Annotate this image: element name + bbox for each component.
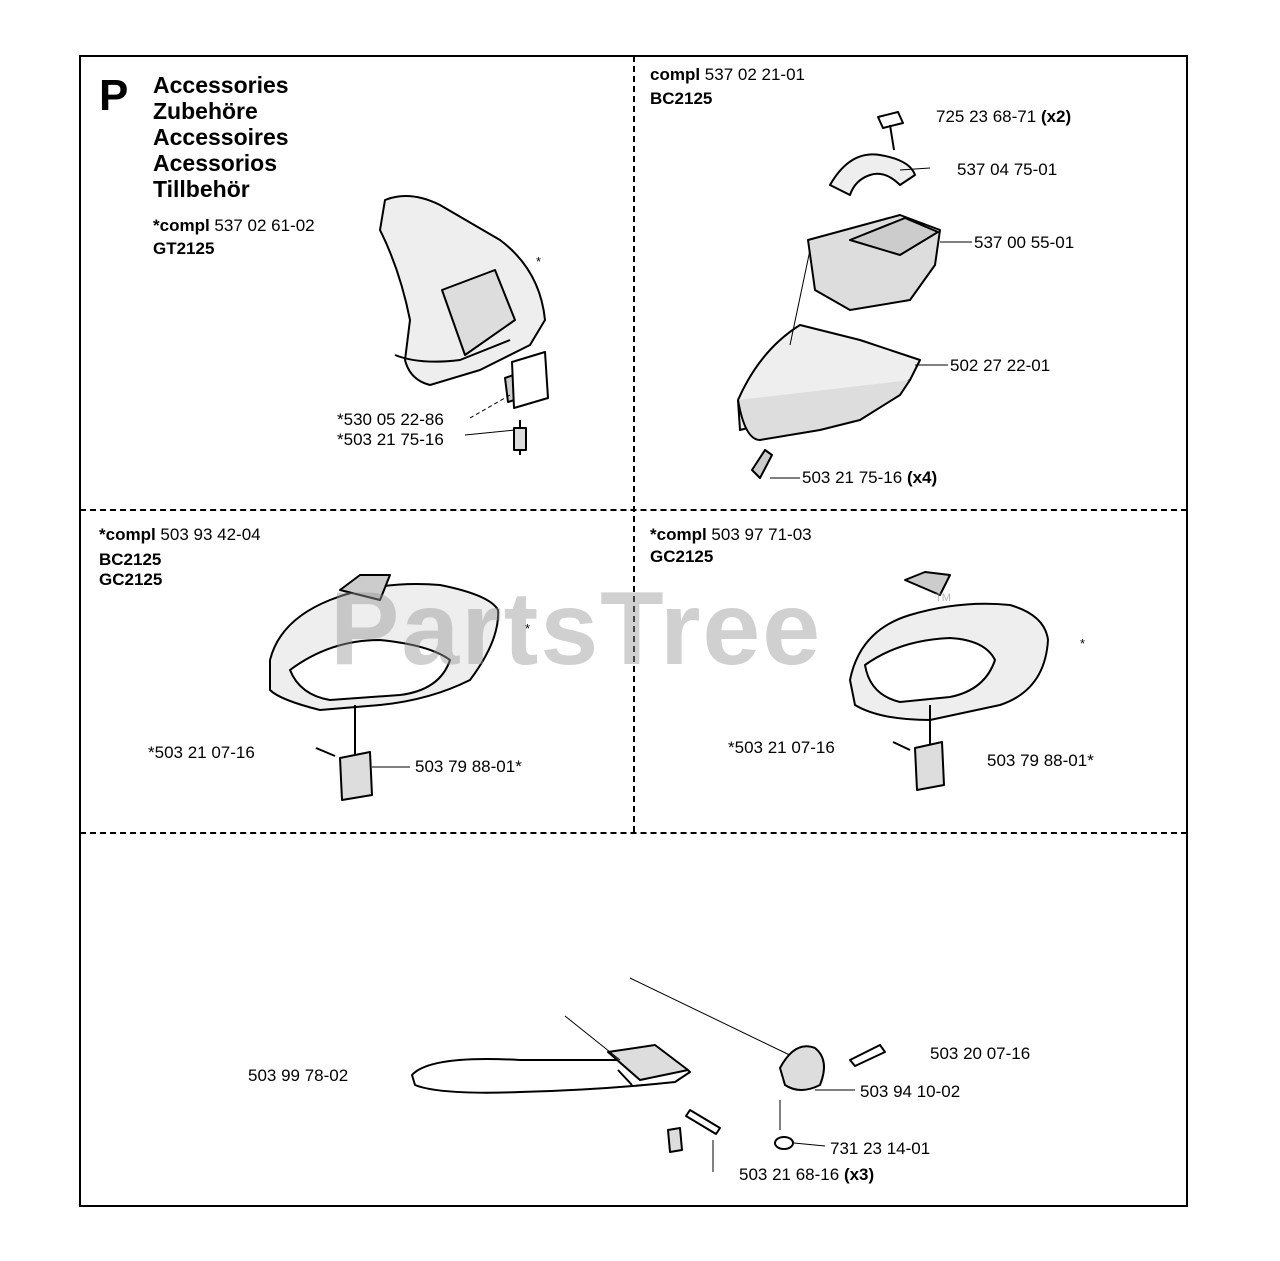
gt-part-2: *503 21 75-16 — [337, 430, 444, 449]
gt-model: GT2125 — [153, 239, 215, 258]
title-de: Zubehöre — [153, 98, 258, 124]
title-en: Accessories — [153, 72, 289, 98]
bcgc-star: * — [525, 621, 531, 636]
bcgc-guard-drawing — [269, 574, 500, 801]
title-pt: Acessorios — [153, 150, 278, 176]
partstree-watermark: PartsTree — [330, 571, 823, 687]
section-letter: P — [99, 71, 129, 120]
gc-star: * — [1080, 636, 1086, 651]
gt-compl-label: *compl 537 02 61-02 — [153, 216, 315, 235]
gt-part-1: *530 05 22-86 — [337, 410, 444, 429]
title-sv: Tillbehör — [153, 176, 250, 202]
handle-part-3: 503 94 10-02 — [860, 1082, 961, 1101]
handle-part-1: 503 99 78-02 — [248, 1066, 349, 1085]
bc-part-4: 502 27 22-01 — [950, 356, 1051, 375]
bcgc-part-1: *503 21 07-16 — [148, 743, 255, 762]
bc-part-5: 503 21 75-16 (x4) — [802, 468, 938, 487]
bcgc-part-2: 503 79 88-01* — [415, 757, 522, 776]
handle-drawing — [411, 977, 886, 1172]
watermark-tm: TM — [935, 592, 951, 604]
gt-star: * — [536, 254, 542, 269]
gt-guard-drawing — [379, 195, 549, 455]
bc-compl-label: compl 537 02 21-01 — [650, 65, 805, 84]
gc-part-2: 503 79 88-01* — [987, 751, 1094, 770]
gc-guard-drawing — [849, 571, 1049, 791]
bcgc-model-2: GC2125 — [99, 570, 163, 589]
gc-model: GC2125 — [650, 547, 714, 566]
divider-vertical — [633, 56, 635, 832]
handle-part-4: 731 23 14-01 — [830, 1139, 931, 1158]
bcgc-model-1: BC2125 — [99, 550, 162, 569]
bc-model: BC2125 — [650, 89, 713, 108]
handle-part-2: 503 20 07-16 — [930, 1044, 1031, 1063]
handle-part-5: 503 21 68-16 (x3) — [739, 1165, 875, 1184]
gc-part-1: *503 21 07-16 — [728, 738, 835, 757]
gc-compl-label: *compl 503 97 71-03 — [650, 525, 812, 544]
divider-horizontal-lower — [80, 832, 1187, 834]
title-fr: Accessoires — [153, 124, 289, 150]
bcgc-compl-label: *compl 503 93 42-04 — [99, 525, 261, 544]
bc-part-1: 725 23 68-71 (x2) — [936, 107, 1072, 126]
bc-part-3: 537 00 55-01 — [974, 233, 1075, 252]
bc-part-2: 537 04 75-01 — [957, 160, 1058, 179]
bc-kit-drawing — [737, 111, 972, 479]
